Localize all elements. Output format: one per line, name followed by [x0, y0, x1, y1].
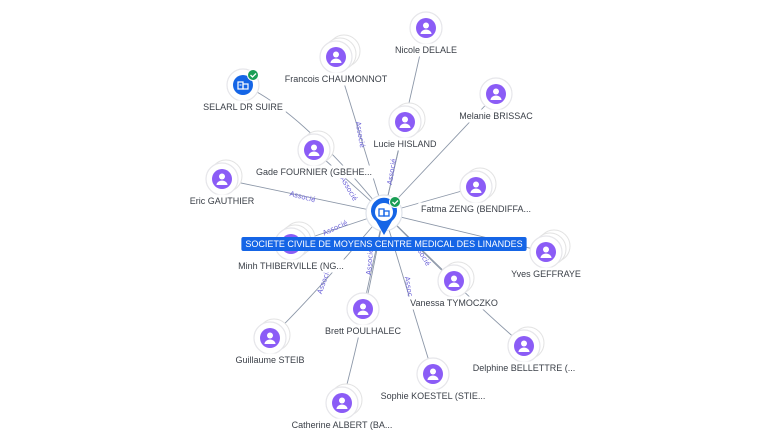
node-label: SELARL DR SUIRE: [203, 102, 283, 112]
node-label-group: Gade FOURNIER (GBEHE...: [252, 165, 376, 179]
node-label-bg: [235, 259, 347, 273]
node-label-group: Minh THIBERVILLE (NG...: [235, 259, 347, 273]
node-eric-gauthier[interactable]: Eric GAUTHIER: [186, 159, 258, 208]
node-label-group: Delphine BELLETTRE (...: [469, 361, 579, 375]
company-building-icon: [237, 81, 249, 90]
node-label-group: SELARL DR SUIRE: [200, 100, 286, 114]
node-label-bg: [200, 100, 286, 114]
person-icon: [540, 246, 552, 258]
node-label: Minh THIBERVILLE (NG...: [238, 261, 344, 271]
node-label: Vanessa TYMOCZKO: [410, 298, 498, 308]
node-label: Catherine ALBERT (BA...: [292, 420, 393, 430]
node-label: Eric GAUTHIER: [190, 196, 255, 206]
node-label: Francois CHAUMONNOT: [285, 74, 388, 84]
edge-label-francois-chaumonnot: Associé: [354, 121, 366, 148]
person-icon: [330, 51, 342, 63]
node-label-bg: [321, 324, 405, 338]
edge-label-brett-poulhalec: Associé: [365, 248, 375, 275]
node-label-bg: [186, 194, 258, 208]
node-label-group: Vanessa TYMOCZKO: [407, 296, 501, 310]
edge-label-lucie-hisland: Associé: [386, 158, 398, 185]
node-gade-fournier[interactable]: Gade FOURNIER (GBEHE...: [252, 130, 376, 179]
node-label-bg: [370, 137, 441, 151]
edge-label-minh-thiberville: Associé: [321, 219, 348, 237]
person-icon: [427, 368, 439, 380]
node-label: Fatma ZENG (BENDIFFA...: [421, 204, 531, 214]
node-label-bg: [232, 353, 308, 367]
person-icon: [357, 303, 369, 315]
central-company-node[interactable]: SOCIETE CIVILE DE MOYENS CENTRE MEDICAL …: [241, 194, 527, 251]
node-sophie-koestel[interactable]: Sophie KOESTEL (STIE...: [377, 357, 489, 403]
node-label: Sophie KOESTEL (STIE...: [381, 391, 486, 401]
node-selarl-dr-suire[interactable]: SELARL DR SUIRE: [200, 68, 286, 114]
node-label-group: Fatma ZENG (BENDIFFA...: [417, 202, 535, 216]
node-vanessa-tymoczko[interactable]: Vanessa TYMOCZKO: [407, 261, 501, 310]
node-label-group: Catherine ALBERT (BA...: [288, 418, 396, 432]
node-label-bg: [252, 165, 376, 179]
node-label: Brett POULHALEC: [325, 326, 402, 336]
central-label-bg: [241, 237, 527, 251]
node-lucie-hisland[interactable]: Lucie HISLAND: [370, 102, 441, 151]
person-icon: [264, 332, 276, 344]
node-label-bg: [407, 296, 501, 310]
node-label-group: Yves GEFFRAYE: [508, 267, 584, 281]
node-melanie-brissac[interactable]: Melanie BRISSAC: [456, 77, 537, 123]
person-icon: [448, 275, 460, 287]
node-label-bg: [377, 389, 489, 403]
node-francois-chaumonnot[interactable]: Francois CHAUMONNOT: [281, 34, 391, 86]
node-label: Delphine BELLETTRE (...: [473, 363, 576, 373]
node-label-group: Melanie BRISSAC: [456, 109, 537, 123]
person-icon: [518, 340, 530, 352]
node-label-bg: [456, 109, 537, 123]
node-brett-poulhalec[interactable]: Brett POULHALEC: [321, 292, 405, 338]
node-label-group: Lucie HISLAND: [370, 137, 441, 151]
company-building-icon: [378, 208, 390, 217]
node-label: Yves GEFFRAYE: [511, 269, 581, 279]
node-label: Melanie BRISSAC: [459, 111, 533, 121]
node-label: Nicole DELALE: [395, 45, 457, 55]
verified-check-icon: [389, 196, 401, 208]
node-fatma-zeng[interactable]: Fatma ZENG (BENDIFFA...: [417, 167, 535, 216]
central-label: SOCIETE CIVILE DE MOYENS CENTRE MEDICAL …: [245, 239, 522, 249]
edge-eric-gauthier: [221, 178, 385, 214]
person-icon: [308, 144, 320, 156]
person-icon: [420, 22, 432, 34]
node-yves-geffraye[interactable]: Yves GEFFRAYE: [508, 229, 584, 281]
node-guillaume-steib[interactable]: Guillaume STEIB: [232, 318, 308, 367]
node-label: Lucie HISLAND: [373, 139, 437, 149]
node-label-group: Brett POULHALEC: [321, 324, 405, 338]
node-label-bg: [417, 202, 535, 216]
node-label: Guillaume STEIB: [235, 355, 304, 365]
node-label-group: Guillaume STEIB: [232, 353, 308, 367]
node-delphine-bellettre[interactable]: Delphine BELLETTRE (...: [469, 326, 579, 375]
person-icon: [490, 88, 502, 100]
node-label-bg: [469, 361, 579, 375]
node-catherine-albert[interactable]: Catherine ALBERT (BA...: [288, 383, 396, 432]
node-nicole-delale[interactable]: Nicole DELALE: [391, 11, 461, 57]
node-label-group: Eric GAUTHIER: [186, 194, 258, 208]
node-label-group: Sophie KOESTEL (STIE...: [377, 389, 489, 403]
person-icon: [336, 397, 348, 409]
edge-label-eric-gauthier: Associé: [289, 190, 317, 205]
central-label-group: SOCIETE CIVILE DE MOYENS CENTRE MEDICAL …: [241, 237, 527, 251]
verified-check-icon: [247, 69, 259, 81]
node-label-bg: [281, 72, 391, 86]
node-label-group: Francois CHAUMONNOT: [281, 72, 391, 86]
node-label-bg: [288, 418, 396, 432]
person-icon: [470, 181, 482, 193]
node-label-group: Nicole DELALE: [391, 43, 461, 57]
person-icon: [399, 116, 411, 128]
node-label: Gade FOURNIER (GBEHE...: [256, 167, 372, 177]
person-icon: [216, 173, 228, 185]
nodes-layer: Nicole DELALE Francois CHAUMONNOT SELARL D…: [186, 11, 584, 432]
node-label-bg: [391, 43, 461, 57]
node-label-bg: [508, 267, 584, 281]
